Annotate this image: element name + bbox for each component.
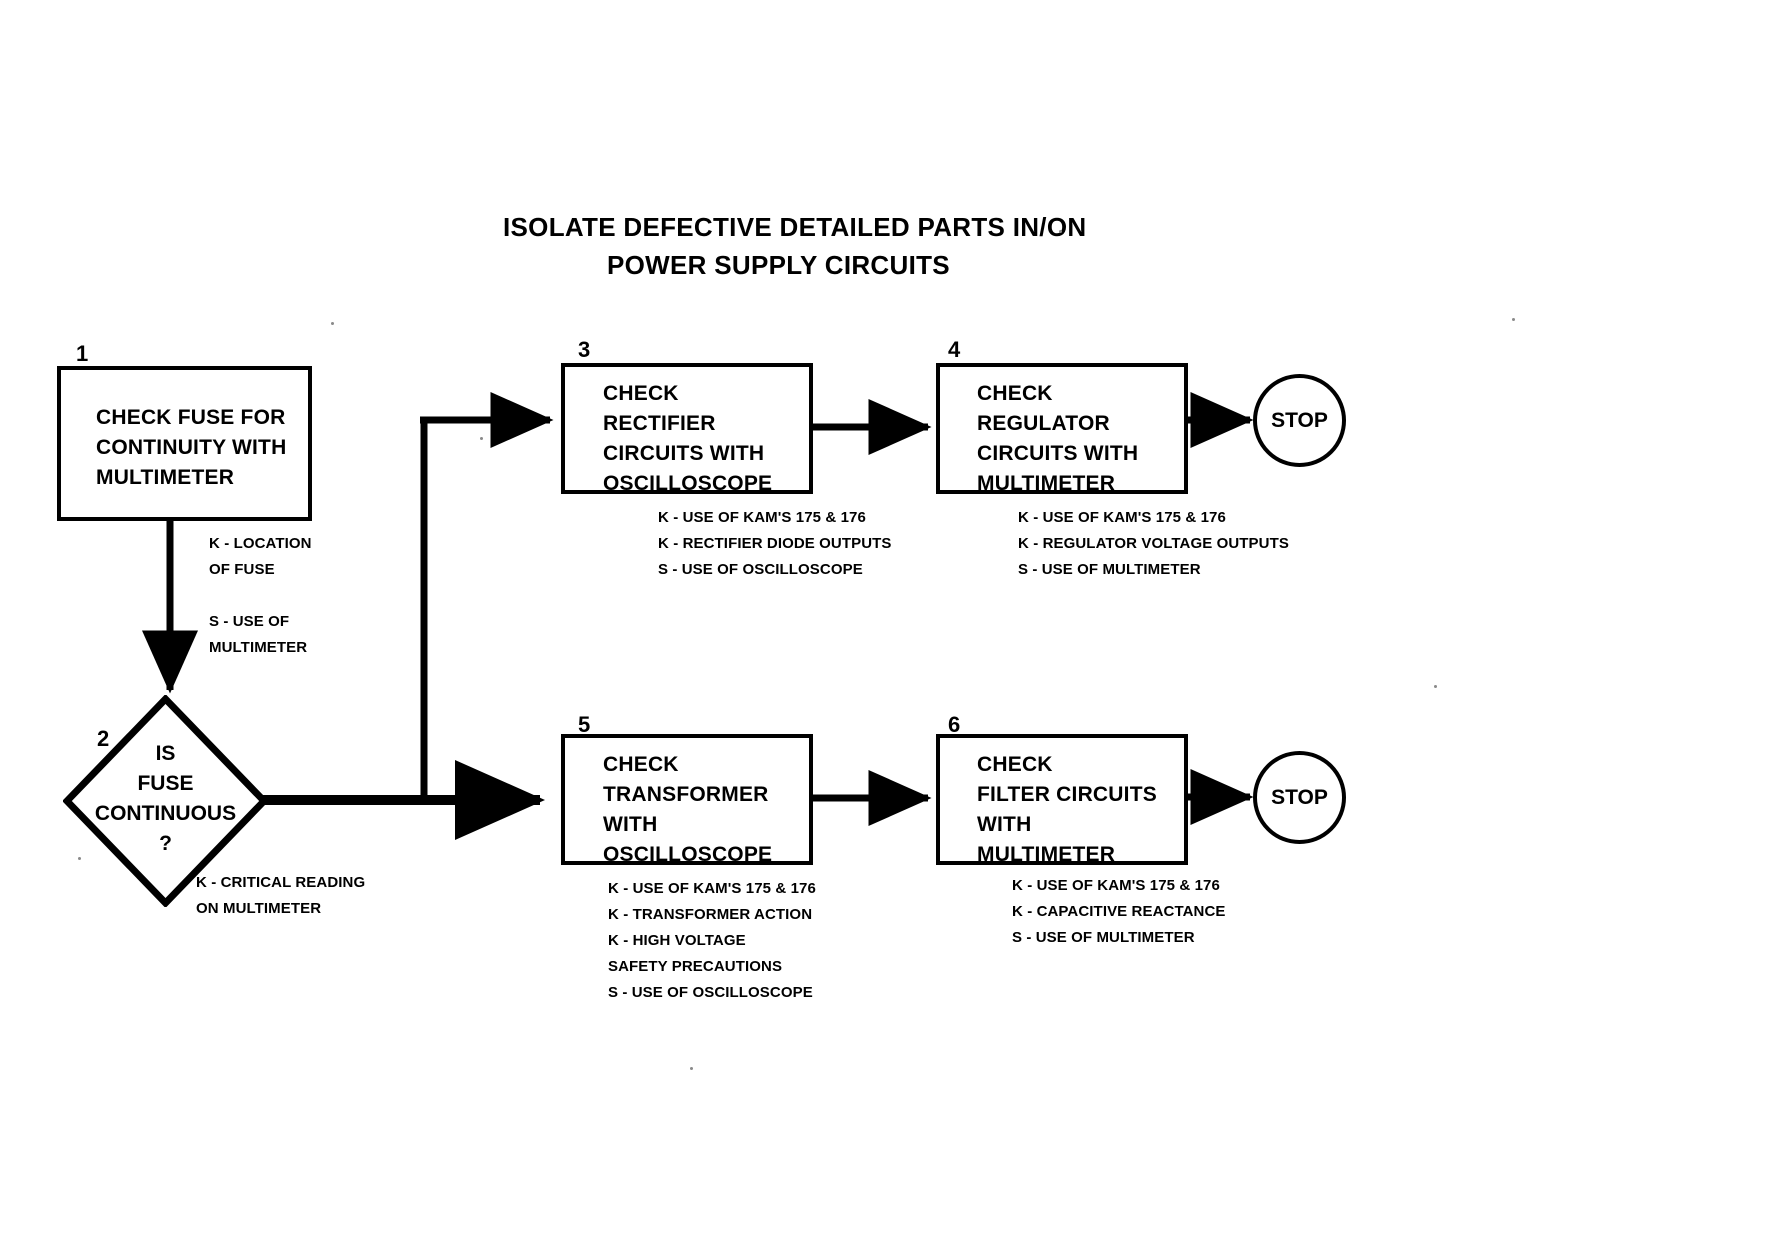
- scan-speck: [1512, 318, 1515, 321]
- process-box-1-label: CHECK FUSE FOR CONTINUITY WITH MULTIMETE…: [96, 406, 287, 489]
- decision-diamond-2-shape: [63, 695, 268, 907]
- scan-speck: [78, 857, 81, 860]
- process-box-1[interactable]: [57, 366, 312, 521]
- scan-speck: [480, 437, 483, 440]
- scan-speck: [331, 322, 334, 325]
- decision-diamond-2-label: IS FUSE CONTINUOUS ?: [94, 742, 237, 855]
- diagram-title-line-2: POWER SUPPLY CIRCUITS: [607, 250, 950, 280]
- scan-speck: [690, 1067, 693, 1070]
- process-box-3[interactable]: [561, 363, 813, 494]
- annotations-node-1: K - LOCATION OF FUSE S - USE OF MULTIMET…: [209, 535, 312, 656]
- decision-diamond-2[interactable]: IS FUSE CONTINUOUS ?: [63, 695, 268, 907]
- annotations-node-6: K - USE OF KAM'S 175 & 176 K - CAPACITIV…: [1012, 877, 1226, 946]
- annotations-node-3: K - USE OF KAM'S 175 & 176 K - RECTIFIER…: [658, 509, 892, 578]
- annotations-node-2: K - CRITICAL READING ON MULTIMETER: [196, 874, 366, 917]
- diagram-title-line-1: ISOLATE DEFECTIVE DETAILED PARTS IN/ON: [503, 212, 1087, 242]
- node-number-4: 4: [948, 337, 961, 362]
- process-box-5-label: CHECK TRANSFORMER WITH OSCILLOSCOPE: [603, 753, 773, 866]
- process-box-4-label: CHECK REGULATOR CIRCUITS WITH MULTIMETER: [977, 382, 1139, 495]
- node-number-2: 2: [97, 726, 110, 751]
- scan-speck: [1434, 685, 1437, 688]
- stop-terminator-top[interactable]: STOP: [1253, 374, 1346, 467]
- annotations-node-4: K - USE OF KAM'S 175 & 176 K - REGULATOR…: [1018, 509, 1289, 578]
- process-box-4[interactable]: [936, 363, 1188, 494]
- process-box-5[interactable]: [561, 734, 813, 865]
- node-number-6: 6: [948, 712, 961, 737]
- process-box-3-label: CHECK RECTIFIER CIRCUITS WITH OSCILLOSCO…: [603, 382, 773, 495]
- node-number-5: 5: [578, 712, 591, 737]
- annotations-node-5: K - USE OF KAM'S 175 & 176 K - TRANSFORM…: [608, 880, 816, 1001]
- process-box-6[interactable]: [936, 734, 1188, 865]
- node-number-1: 1: [76, 341, 89, 366]
- scan-speck: [1059, 230, 1062, 233]
- node-number-3: 3: [578, 337, 591, 362]
- stop-terminator-bottom[interactable]: STOP: [1253, 751, 1346, 844]
- process-box-6-label: CHECK FILTER CIRCUITS WITH MULTIMETER: [977, 753, 1157, 866]
